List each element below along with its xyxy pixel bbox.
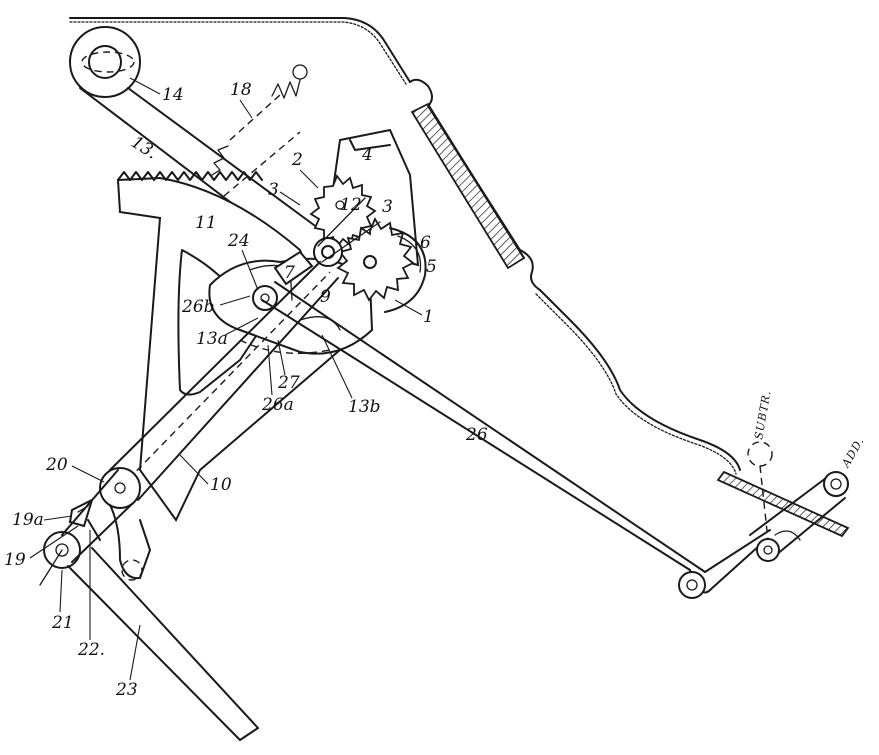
label-3a: 3: [268, 180, 279, 200]
label-1: 1: [423, 307, 434, 327]
subtract-position: [747, 441, 773, 541]
label-12: 12: [340, 195, 362, 215]
label-10: 10: [210, 475, 232, 495]
label-19a: 19a: [12, 510, 44, 530]
label-3b: 3: [382, 197, 393, 217]
spring-18: [211, 64, 308, 197]
label-6: 6: [420, 233, 431, 253]
label-14: 14: [162, 85, 184, 105]
label-24: 24: [227, 231, 250, 251]
label-19: 19: [4, 550, 26, 570]
pivot-21: [39, 531, 81, 586]
label-add: ADD.: [839, 435, 867, 471]
label-13b: 13b: [348, 397, 381, 417]
label-26a: 26a: [261, 395, 294, 415]
label-26b: 26b: [181, 297, 215, 317]
hatched-mode-bar: [716, 470, 850, 538]
label-27: 27: [277, 373, 300, 393]
label-4: 4: [361, 145, 373, 165]
gear-3: [309, 174, 377, 249]
label-26: 26: [465, 425, 488, 445]
lever-7: [273, 250, 314, 286]
disc-5-6: [384, 227, 427, 313]
label-11: 11: [195, 213, 217, 233]
label-23: 23: [115, 680, 138, 700]
link-20-21: [61, 469, 133, 563]
label-2: 2: [291, 150, 303, 170]
label-20: 20: [45, 455, 68, 475]
label-9: 9: [320, 287, 331, 307]
bar-26: [261, 281, 771, 599]
label-5: 5: [426, 257, 437, 277]
hub-12: [313, 197, 381, 267]
label-13: 13.: [127, 132, 161, 163]
hatched-slide-bar: [410, 102, 526, 270]
labels: 14 18 13. 11 2 3 4 12 3 6 5 1 24 7 9 26b…: [4, 77, 867, 700]
gear-1: [336, 217, 415, 302]
pivot-20: [99, 467, 141, 509]
label-18: 18: [230, 80, 252, 100]
link-10: [109, 261, 339, 501]
label-13a: 13a: [196, 329, 228, 349]
label-subtr: SUBTR.: [752, 389, 773, 441]
label-21: 21: [51, 613, 74, 633]
label-22: 22.: [77, 640, 105, 660]
arm-23: [67, 547, 259, 741]
label-7: 7: [284, 263, 295, 283]
